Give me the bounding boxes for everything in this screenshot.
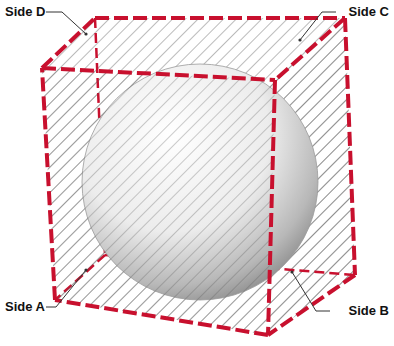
side-label: Side A (4, 300, 46, 314)
side-label: Side C (348, 5, 390, 19)
front-face (42, 68, 275, 335)
leader-lines (44, 12, 336, 311)
side-label: Side B (348, 304, 390, 318)
leader-heads (84, 32, 301, 273)
cube-edges (42, 18, 355, 335)
side-label: Side D (4, 5, 46, 19)
